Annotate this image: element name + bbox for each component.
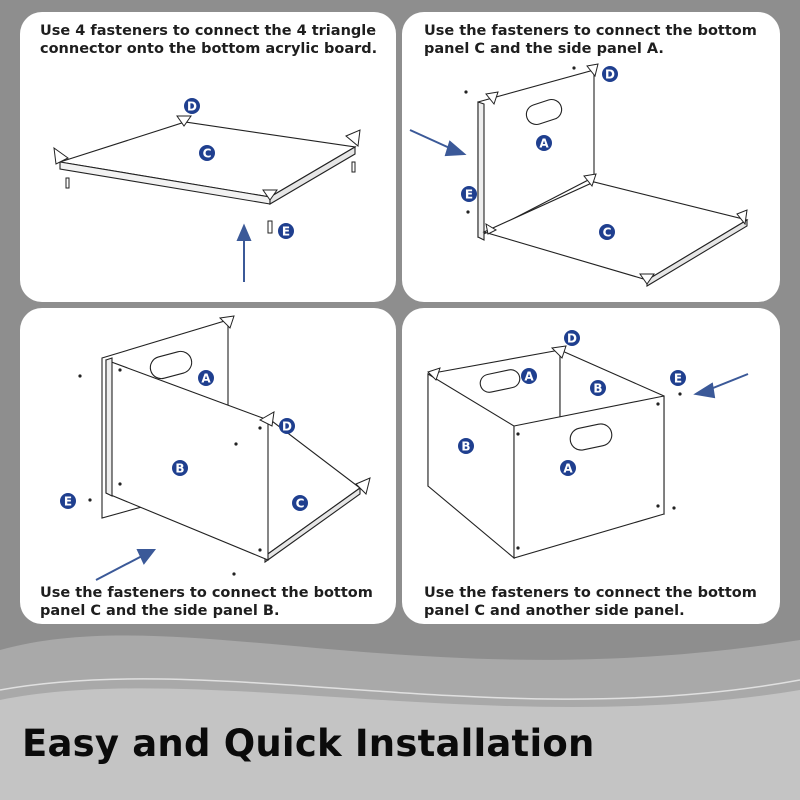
svg-text:E: E [282,225,290,239]
badge-b: B [172,460,188,476]
svg-text:A: A [539,137,549,151]
step-2-illustration: D A E C [409,63,749,287]
svg-text:B: B [175,462,184,476]
step-4-panel: D A B E B A Use the fasteners to connect… [402,308,780,624]
badge-a: A [536,135,552,151]
step-2-panel: D A E C Use the fasteners to connect the… [402,12,780,302]
badge-c: C [199,145,215,161]
svg-text:D: D [605,68,615,82]
svg-text:B: B [593,382,602,396]
svg-text:E: E [64,495,72,509]
step-3-panel: A D B C E Use the fasteners to connect t… [20,308,396,624]
step-1-illustration: D C E [53,98,361,282]
step-4-illustration: D A B E B A [427,330,749,560]
step-1-panel: D C E Use 4 fasteners to connect the 4 t… [20,12,396,302]
badge-d: D [279,418,295,434]
svg-text:A: A [201,372,211,386]
badge-a: A [198,370,214,386]
badge-d: D [602,66,618,82]
step-1-caption: Use 4 fasteners to connect the 4 triangl… [40,23,378,57]
badge-e: E [60,493,76,509]
badge-a: A [560,460,576,476]
badge-d: D [184,98,200,114]
badge-d: D [564,330,580,346]
svg-text:D: D [567,332,577,346]
step-3-illustration: A D B C E [60,315,371,581]
step-3-caption: Use the fasteners to connect the bottom … [40,585,373,619]
svg-text:A: A [563,462,573,476]
badge-e: E [670,370,686,386]
svg-text:A: A [524,370,534,384]
svg-text:C: C [603,226,612,240]
step-4-caption: Use the fasteners to connect the bottom … [424,585,757,619]
svg-text:D: D [187,100,197,114]
svg-text:B: B [461,440,470,454]
headline: Easy and Quick Installation [22,722,595,765]
badge-b: B [458,438,474,454]
badge-c: C [599,224,615,240]
badge-e: E [461,186,477,202]
step-2-caption: Use the fasteners to connect the bottom … [424,23,757,57]
badge-a: A [521,368,537,384]
svg-text:C: C [203,147,212,161]
badge-c: C [292,495,308,511]
svg-text:E: E [465,188,473,202]
badge-b: B [590,380,606,396]
svg-text:C: C [296,497,305,511]
badge-e: E [278,223,294,239]
svg-text:E: E [674,372,682,386]
svg-text:D: D [282,420,292,434]
